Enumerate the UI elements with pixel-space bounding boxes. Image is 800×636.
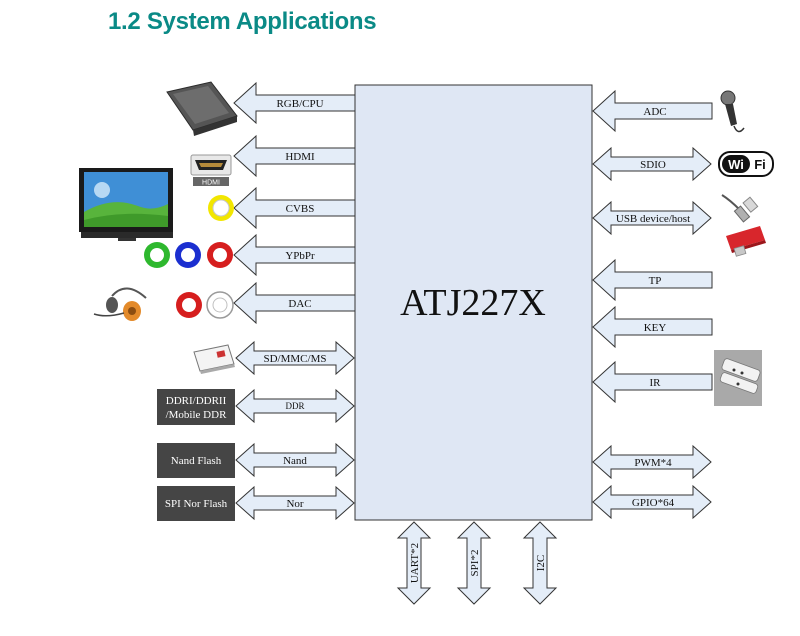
arrow-uart <box>396 521 432 605</box>
label-rgb-cpu: RGB/CPU <box>276 98 323 110</box>
right-interface-gpio: GPIO*64 <box>592 484 712 520</box>
label-tp: TP <box>649 275 662 287</box>
nor-flash-label: SPI Nor Flash <box>165 498 228 510</box>
arrow-hdmi <box>233 134 356 178</box>
arrow-ypbpr <box>233 233 356 277</box>
label-key: KEY <box>644 322 667 334</box>
left-interface-nand: Nand <box>235 442 355 478</box>
right-interface-adc: ADC <box>592 89 713 133</box>
label-gpio: GPIO*64 <box>632 497 675 509</box>
label-usb: USB device/host <box>616 213 690 225</box>
wifi-logo-icon: Wi Fi <box>718 151 774 177</box>
right-interface-pwm: PWM*4 <box>592 444 712 480</box>
left-interface-rgb-cpu: RGB/CPU <box>233 81 356 125</box>
label-nand: Nand <box>283 455 307 467</box>
ddr-box-line2: /Mobile DDR <box>166 409 227 421</box>
remote-control-icon <box>714 350 762 406</box>
arrow-sd-mmc-ms <box>235 340 355 376</box>
wifi-logo-text-fi: Fi <box>754 157 766 172</box>
label-uart: UART*2 <box>409 543 421 583</box>
rca-yellow-icon <box>208 195 234 221</box>
right-interface-key: KEY <box>592 305 713 349</box>
label-ddr: DDR <box>285 401 304 411</box>
arrow-spi <box>456 521 492 605</box>
arrow-i2c <box>522 521 558 605</box>
label-adc: ADC <box>643 106 666 118</box>
left-interface-dac: DAC <box>233 281 356 325</box>
component-rca-icon <box>144 242 233 268</box>
left-interface-ddr: DDR <box>235 388 355 424</box>
arrow-gpio <box>592 484 712 520</box>
usb-drive-icon <box>726 226 766 257</box>
left-interface-nor: Nor <box>235 485 355 521</box>
label-sd-mmc-ms: SD/MMC/MS <box>264 353 327 365</box>
wifi-logo-text: Wi <box>728 157 744 172</box>
chip-block <box>354 84 593 521</box>
section-heading: 1.2 System Applications <box>108 8 377 35</box>
arrow-ir <box>592 360 713 404</box>
tv-icon <box>79 168 173 241</box>
arrow-pwm <box>592 444 712 480</box>
sd-card-icon <box>193 344 235 374</box>
left-interface-ypbpr: YPbPr <box>233 233 356 277</box>
arrow-tp <box>592 258 713 302</box>
usb-cable-icon <box>721 194 759 223</box>
arrow-cvbs <box>233 186 356 230</box>
arrow-nand <box>235 442 355 478</box>
nor-flash-box: SPI Nor Flash <box>157 486 235 521</box>
label-pwm: PWM*4 <box>634 457 672 469</box>
arrow-ddr <box>235 388 355 424</box>
ddr-box-line1: DDRI/DDRII <box>166 395 227 407</box>
headset-icon <box>93 287 147 321</box>
label-dac: DAC <box>288 298 311 310</box>
bottom-interface-i2c: I2C <box>522 521 558 605</box>
label-ir: IR <box>650 377 662 389</box>
label-spi: SPI*2 <box>469 550 481 577</box>
label-i2c: I2C <box>535 555 547 572</box>
label-sdio: SDIO <box>640 159 666 171</box>
nand-flash-box: Nand Flash <box>157 443 235 478</box>
hdmi-port-icon: HDMI <box>190 154 232 187</box>
arrow-dac <box>233 281 356 325</box>
right-interface-sdio: SDIO <box>592 146 712 182</box>
arrow-adc <box>592 89 713 133</box>
left-interface-sd-mmc-ms: SD/MMC/MS <box>235 340 355 376</box>
right-interface-ir: IR <box>592 360 713 404</box>
arrow-sdio <box>592 146 712 182</box>
arrow-rgb-cpu <box>233 81 356 125</box>
label-cvbs: CVBS <box>286 203 315 215</box>
nand-flash-label: Nand Flash <box>171 455 222 467</box>
arrow-key <box>592 305 713 349</box>
left-interface-hdmi: HDMI <box>233 134 356 178</box>
microphone-icon <box>720 90 745 133</box>
arrow-nor <box>235 485 355 521</box>
lcd-panel-icon <box>166 81 238 136</box>
label-nor: Nor <box>286 498 303 510</box>
right-interface-usb: USB device/host <box>592 200 712 236</box>
left-interface-cvbs: CVBS <box>233 186 356 230</box>
bottom-interface-uart: UART*2 <box>396 521 432 605</box>
chip-name: ATJ227X <box>400 282 546 324</box>
label-hdmi: HDMI <box>285 151 315 163</box>
ddr-memory-box: DDRI/DDRII /Mobile DDR <box>157 389 235 425</box>
arrow-usb <box>592 200 712 236</box>
right-interface-tp: TP <box>592 258 713 302</box>
audio-rca-icon <box>176 291 234 319</box>
hdmi-caption: HDMI <box>202 180 220 187</box>
bottom-interface-spi: SPI*2 <box>456 521 492 605</box>
label-ypbpr: YPbPr <box>285 250 315 262</box>
